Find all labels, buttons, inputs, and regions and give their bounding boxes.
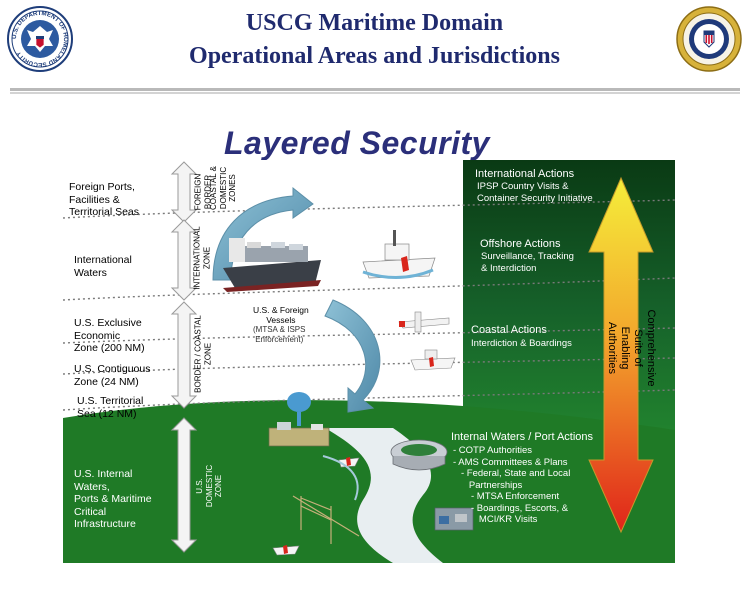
flow-arrow-lower — [324, 299, 381, 413]
list-item: - Boardings, Escorts, & — [471, 502, 569, 514]
refinery-icon — [268, 392, 330, 447]
vessels-enforcement-label: (MTSA & ISPS Enforcement) — [253, 325, 306, 344]
uscg-emblem-icon — [676, 6, 742, 72]
international-actions-title: International Actions — [475, 168, 575, 180]
land-area — [63, 400, 675, 563]
aircraft-icon — [398, 311, 450, 333]
zone-international-waters-label: International Waters — [74, 254, 132, 279]
patrol-boat-icon — [410, 349, 456, 371]
list-item: - COTP Authorities — [453, 445, 533, 456]
zone-contiguous-label: U.S. Contiguous Zone (24 NM) — [74, 363, 151, 388]
cargo-ship-icon — [223, 238, 321, 292]
offshore-actions-detail: Surveillance, Tracking & Interdiction — [481, 251, 574, 274]
header-divider — [10, 88, 740, 91]
list-item: - AMS Committees & Plans — [453, 456, 568, 468]
internal-port-actions-title: Internal Waters / Port Actions — [451, 431, 594, 443]
border-coastal-arrow-label: BORDER / COASTAL ZONE — [193, 315, 213, 393]
zone-eez-label: U.S. Exclusive Economic Zone (200 NM) — [74, 317, 145, 354]
coastal-domestic-arrow-label: COASTAL & DOMESTIC ZONES — [208, 165, 237, 211]
diagram-graphic — [63, 160, 675, 563]
zone-internal-waters-label: U.S. Internal Waters, Ports & Maritime C… — [74, 468, 152, 530]
cutter-ship-icon — [362, 230, 436, 280]
domestic-zone-arrow-label: U.S. DOMESTIC ZONE — [194, 464, 223, 508]
dhs-seal-icon: U.S. DEPARTMENT OF HOMELAND SECURITY — [7, 6, 73, 72]
enabling-authorities-label: Comprehensive Suite of Enabling Authorit… — [606, 309, 657, 387]
coastal-actions-detail: Interdiction & Boardings — [471, 338, 572, 349]
page-title-line-2: Operational Areas and Jurisdictions — [189, 43, 560, 69]
offshore-actions-title: Offshore Actions — [480, 238, 561, 250]
diagram-heading: Layered Security — [224, 125, 490, 161]
page-title-line-1: USCG Maritime Domain — [245, 10, 504, 36]
stadium-icon — [390, 439, 448, 471]
authorities-arrow — [588, 176, 654, 534]
international-zone-arrow-label: INTERNATIONAL ZONE — [192, 226, 212, 290]
bridge-icon — [292, 495, 360, 544]
header-divider-shadow — [10, 92, 740, 94]
list-item: Partnerships — [461, 479, 523, 491]
international-actions-detail: IPSP Country Visits & Container Security… — [477, 181, 593, 204]
zone-territorial-label: U.S. Territorial Sea (12 NM) — [77, 395, 144, 420]
port-icon — [434, 507, 474, 531]
small-boat-icon — [272, 545, 300, 556]
layered-security-diagram: Foreign Ports, Facilities & Territorial … — [63, 160, 675, 563]
list-item: MCI/KR Visits — [471, 514, 538, 525]
zone-foreign-ports-label: Foreign Ports, Facilities & Territorial … — [69, 181, 140, 218]
vessels-label: U.S. & Foreign Vessels — [253, 305, 309, 325]
list-item: - Federal, State and Local — [461, 468, 571, 479]
list-item: - MTSA Enforcement — [471, 491, 560, 502]
internal-port-actions-list: - COTP Authorities - AMS Committees & Pl… — [453, 445, 570, 526]
coastal-actions-title: Coastal Actions — [471, 324, 547, 336]
